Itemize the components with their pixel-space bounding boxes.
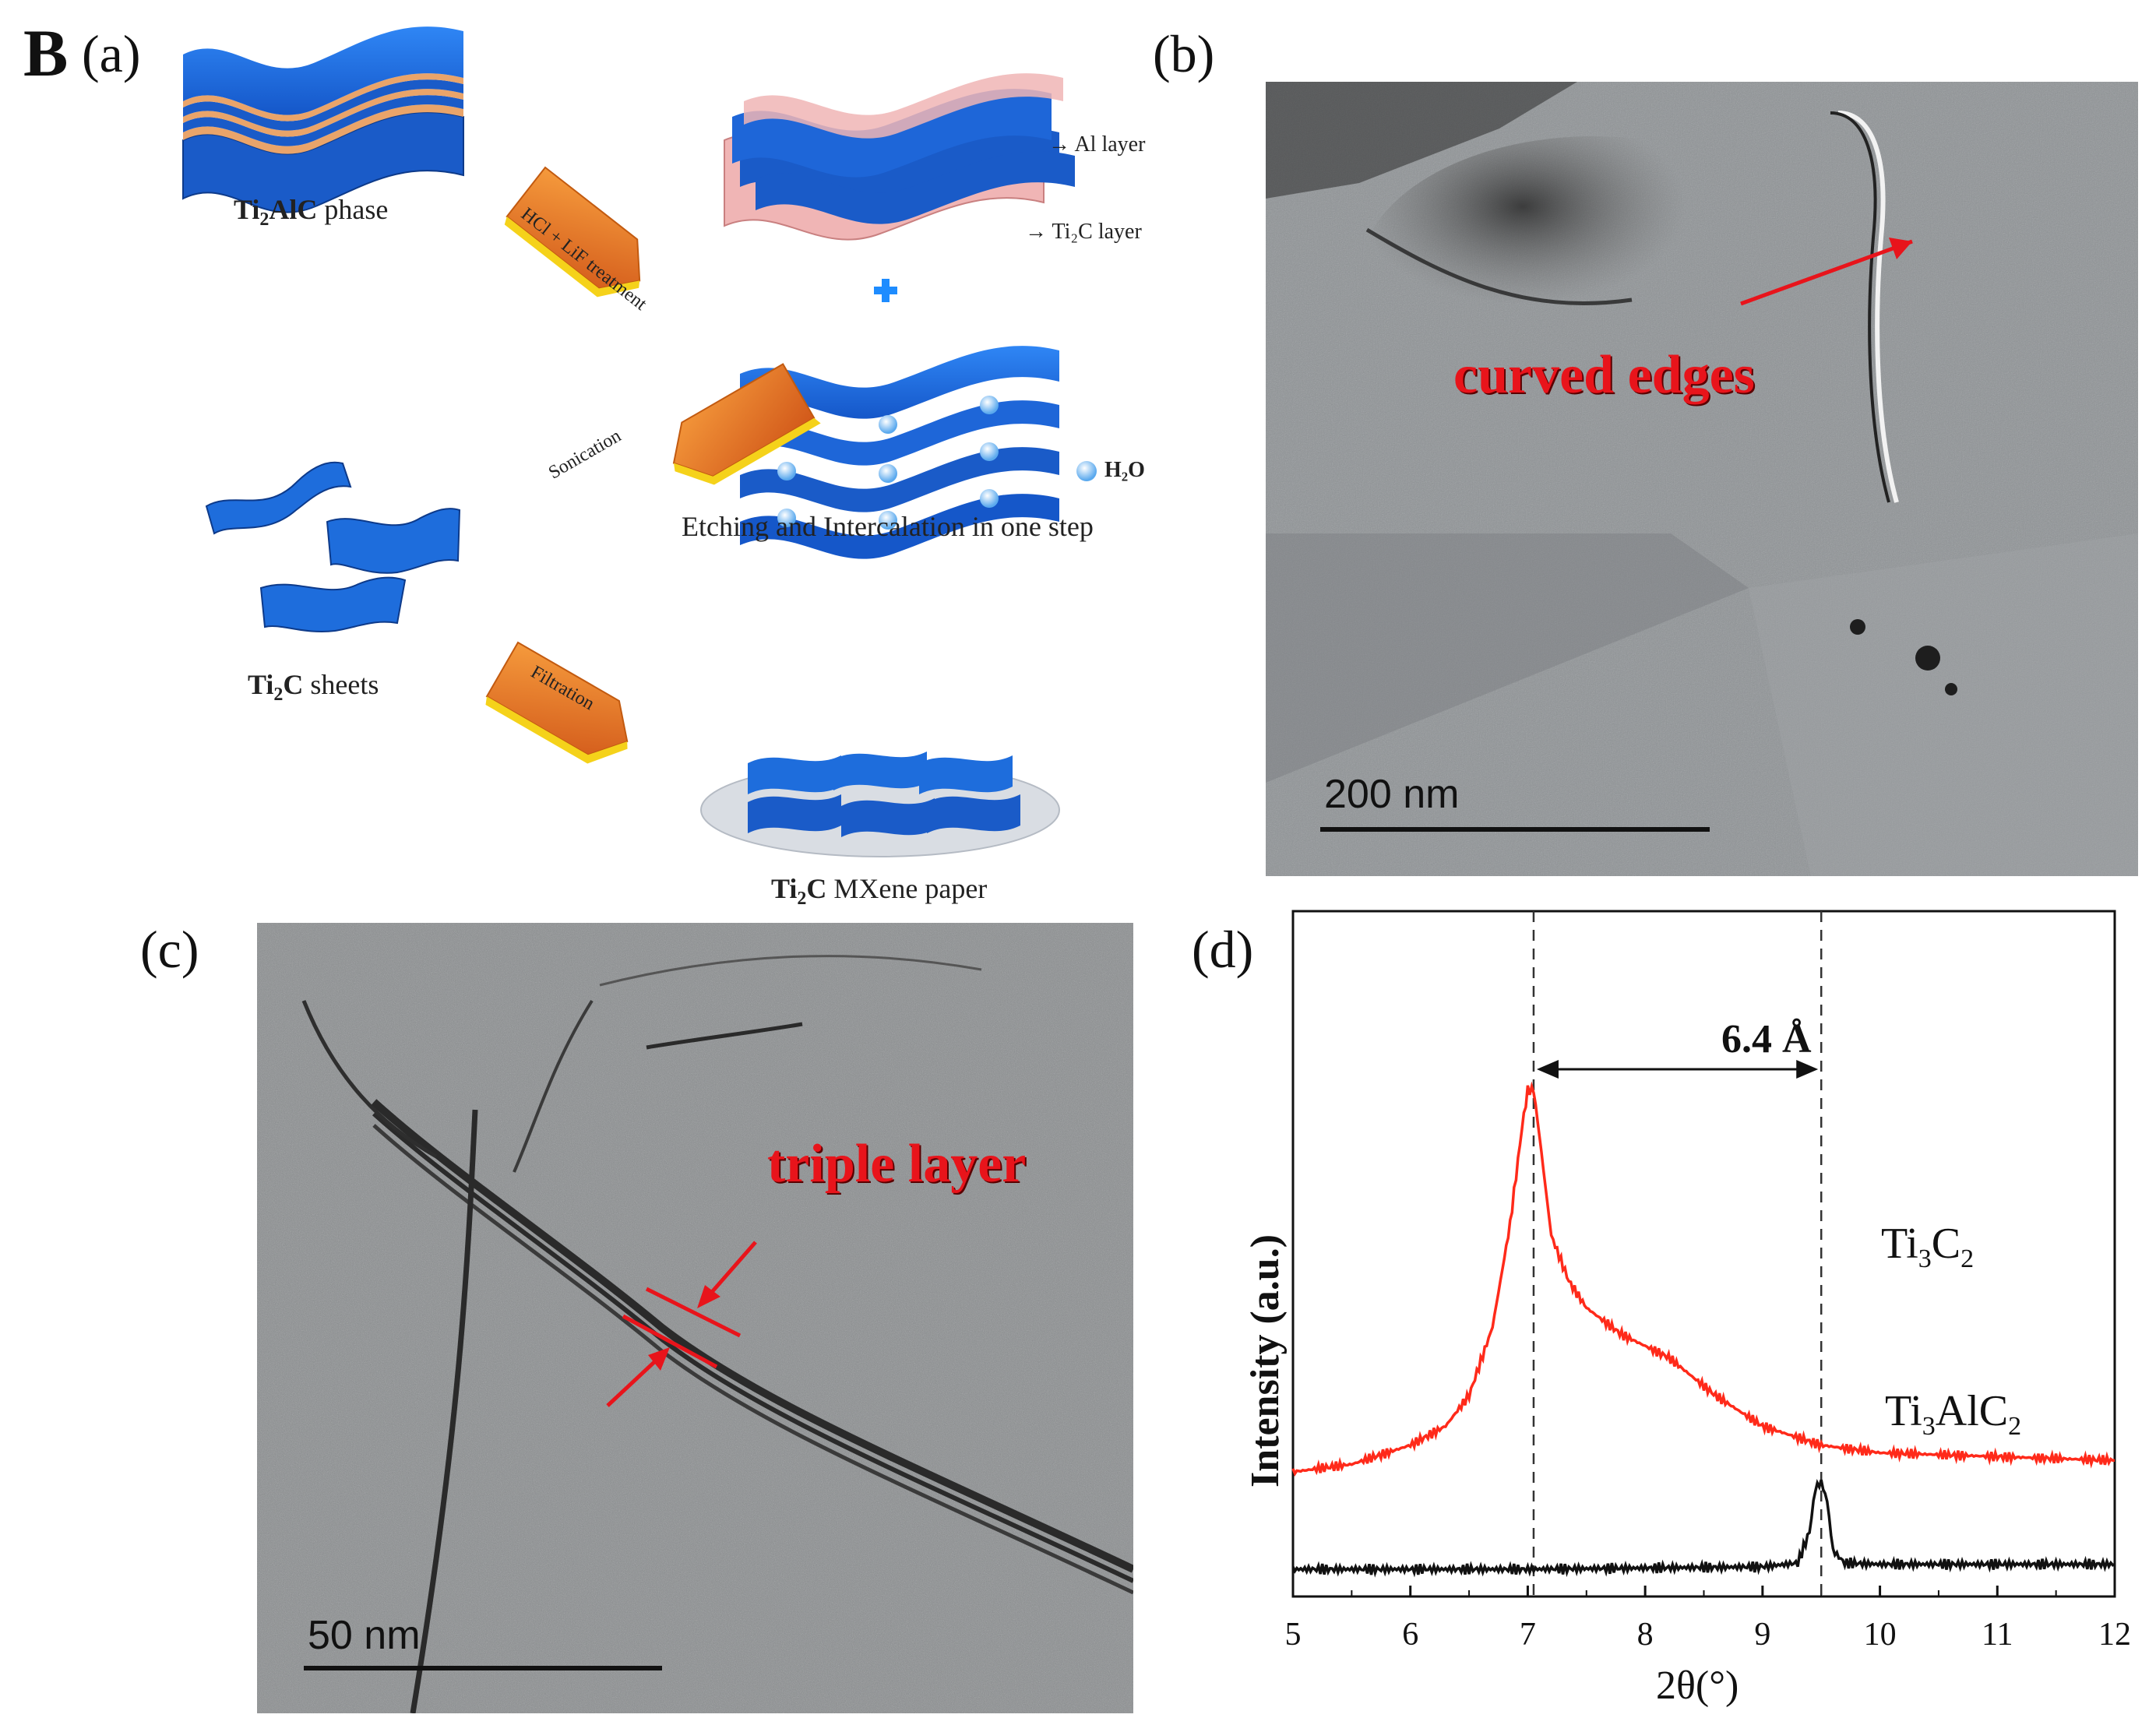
mxene-paper-label: Ti2C MXene paper [771, 873, 988, 910]
ti2c-sheets [205, 461, 461, 632]
series-label-ti3c2: Ti3C2 [1881, 1220, 1975, 1274]
ti2c-layer-label: → Ti₂C layer [1025, 220, 1142, 244]
curved-edges-annotation: curved edges [1453, 345, 1755, 405]
etched-stack [724, 73, 1075, 241]
sonication-arrow [672, 363, 821, 485]
spacing-label: 6.4 Å [1721, 1017, 1812, 1061]
plot-frame [1291, 910, 2116, 1598]
ti2alc-stack [182, 26, 464, 213]
plus-sign [874, 279, 897, 302]
x-tick-label: 9 [1754, 1617, 1770, 1653]
x-tick-label: 6 [1402, 1617, 1418, 1653]
figure-label: B [23, 16, 69, 90]
scale-bar-b: 200 nm [1324, 772, 1460, 817]
water-icon [1076, 461, 1097, 481]
xrd-series-ti3alc2 [1291, 1479, 2115, 1578]
ti2alc-phase-label: Ti2AlC phase [234, 194, 389, 231]
series-label-ti3alc2: Ti3AlC2 [1885, 1387, 2022, 1442]
x-tick-label: 12 [2098, 1617, 2131, 1653]
panel-b-letter: (b) [1153, 24, 1215, 83]
filtration-arrow [485, 641, 629, 764]
tem-image-c [257, 923, 1133, 1713]
panel-a-letter: (a) [82, 24, 141, 83]
y-axis-label-wrap: Intensity (a.u.) [1242, 1168, 1289, 1487]
spacing-arrowhead-right [1796, 1060, 1819, 1079]
scale-bar-c: 50 nm [308, 1613, 421, 1658]
x-tick-label: 7 [1520, 1617, 1536, 1653]
ti2c-sheets-label: Ti2C sheets [248, 669, 379, 706]
x-tick-label: 5 [1285, 1617, 1302, 1653]
xrd-chart: 5 6 7 8 9 10 11 12 [1285, 910, 2131, 1653]
panel-c-letter: (c) [140, 920, 199, 979]
xrd-series-ti3c2 [1291, 1081, 2115, 1477]
intercalated-stack [740, 346, 1059, 559]
al-layer-label: → Al layer [1048, 132, 1146, 157]
x-tick-label: 11 [1982, 1617, 2013, 1653]
panel-d-letter: (d) [1192, 920, 1254, 979]
x-tick-label: 8 [1637, 1617, 1654, 1653]
y-axis-label: Intensity (a.u.) [1243, 1234, 1288, 1487]
tem-image-b [1266, 82, 2138, 876]
spacing-arrowhead-left [1536, 1060, 1559, 1079]
triple-layer-annotation: triple layer [767, 1134, 1027, 1194]
h2o-label: H₂O [1104, 458, 1145, 482]
x-tick-label: 10 [1864, 1617, 1897, 1653]
mxene-paper [700, 752, 1060, 857]
hcl-lif-arrow [504, 166, 641, 297]
etching-caption: Etching and Intercalation in one step [682, 511, 1094, 542]
x-axis-label: 2θ(°) [1656, 1663, 1739, 1708]
schematic-diagram [182, 26, 1097, 857]
